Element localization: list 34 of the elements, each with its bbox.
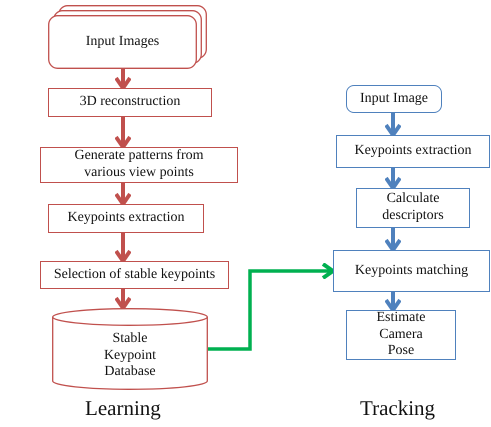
step-label: 3D reconstruction	[80, 94, 180, 111]
step-label: Keypoints matching	[354, 262, 468, 280]
step-label: Estimate Camera Pose	[376, 310, 426, 360]
process-box	[40, 261, 229, 289]
start-box	[346, 85, 442, 113]
step-label: Generate patterns from various view points	[73, 148, 205, 182]
arrow	[114, 183, 132, 206]
step-label: Keypoints extraction	[67, 210, 185, 227]
step-label: Input Images	[86, 34, 160, 50]
step-label: Stable Keypoint Database	[102, 330, 158, 382]
stacked-documents	[48, 5, 207, 69]
arrow	[384, 228, 402, 252]
step-label: Calculate descriptors	[381, 191, 445, 225]
arrow	[384, 113, 402, 137]
process-box	[333, 250, 490, 292]
process-box	[336, 135, 490, 168]
database-cylinder	[52, 308, 208, 390]
process-box	[356, 188, 470, 228]
arrow	[114, 289, 132, 310]
process-box	[48, 88, 212, 117]
arrow	[208, 262, 335, 351]
column-title: Learning	[85, 396, 161, 421]
process-box	[48, 204, 204, 233]
arrow	[384, 168, 402, 190]
arrow	[384, 292, 402, 312]
arrow	[114, 69, 132, 90]
step-label: Selection of stable keypoints	[54, 266, 216, 284]
column-title: Tracking	[360, 396, 436, 421]
step-label: Keypoints extraction	[354, 143, 472, 160]
step-label: Input Image	[360, 90, 428, 108]
process-box	[40, 147, 238, 183]
arrow	[114, 233, 132, 263]
arrow	[114, 117, 132, 149]
process-box	[346, 310, 456, 360]
